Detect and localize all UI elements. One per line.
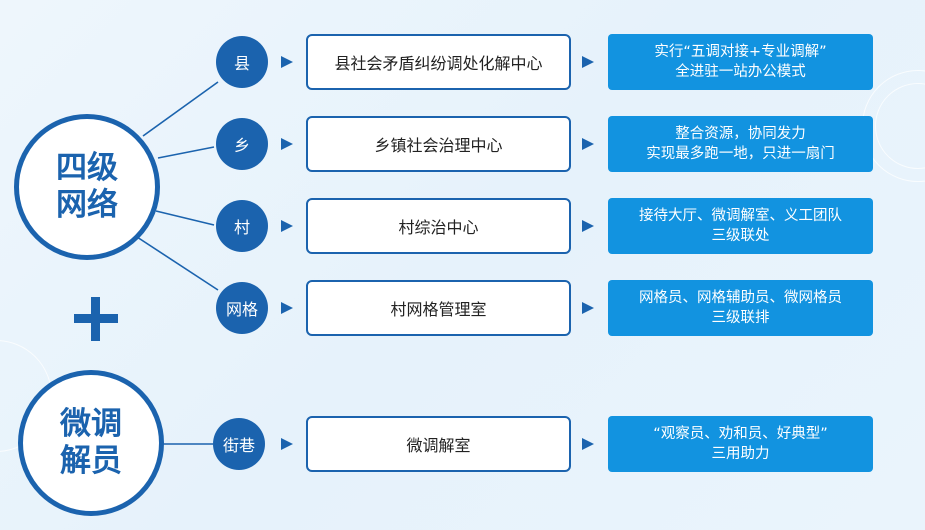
- arrow-right-icon: [281, 56, 293, 68]
- description-line: “观察员、劝和员、好典型”: [653, 426, 828, 442]
- arrow-right-icon: [582, 56, 594, 68]
- arrow-right-icon: [281, 438, 293, 450]
- description-line: 网格员、网格辅助员、微网格员: [639, 290, 842, 306]
- description-box: 网格员、网格辅助员、微网格员 三级联排: [608, 280, 873, 336]
- arrow-right-icon: [582, 220, 594, 232]
- connector-line: [136, 236, 219, 291]
- description-line: 整合资源，协同发力: [675, 126, 806, 142]
- level-node: 街巷: [213, 418, 265, 470]
- description-line: 三级联排: [711, 310, 770, 326]
- description-line: 三级联处: [711, 228, 770, 244]
- description-box: 接待大厅、微调解室、义工团队 三级联处: [608, 198, 873, 254]
- group-circle-four-level-network: 四级 网络: [14, 114, 160, 260]
- description-box: “观察员、劝和员、好典型” 三用助力: [608, 416, 873, 472]
- connector-line: [157, 146, 215, 159]
- description-box: 实行“五调对接+专业调解” 全进驻一站办公模式: [608, 34, 873, 90]
- org-box: 县社会矛盾纠纷调处化解中心: [306, 34, 571, 90]
- level-node: 村: [216, 200, 268, 252]
- org-box: 村综治中心: [306, 198, 571, 254]
- description-line: 接待大厅、微调解室、义工团队: [639, 208, 842, 224]
- org-box: 村网格管理室: [306, 280, 571, 336]
- arrow-right-icon: [281, 302, 293, 314]
- level-node: 网格: [216, 282, 268, 334]
- connector-line: [142, 81, 219, 137]
- description-box: 整合资源，协同发力 实现最多跑一地，只进一扇门: [608, 116, 873, 172]
- org-box: 微调解室: [306, 416, 571, 472]
- group-label-line: 网络: [56, 187, 118, 223]
- org-box: 乡镇社会治理中心: [306, 116, 571, 172]
- description-line: 实现最多跑一地，只进一扇门: [646, 146, 835, 162]
- description-line: 全进驻一站办公模式: [675, 64, 806, 80]
- arrow-right-icon: [582, 438, 594, 450]
- connector-line: [155, 210, 215, 226]
- description-line: 实行“五调对接+专业调解”: [654, 44, 827, 60]
- arrow-right-icon: [281, 138, 293, 150]
- description-line: 三用助力: [711, 446, 770, 462]
- group-label-line: 四级: [56, 150, 118, 186]
- group-label-line: 微调: [60, 406, 122, 442]
- arrow-right-icon: [582, 302, 594, 314]
- group-label-line: 解员: [60, 443, 122, 479]
- arrow-right-icon: [281, 220, 293, 232]
- level-node: 县: [216, 36, 268, 88]
- level-node: 乡: [216, 118, 268, 170]
- group-circle-micro-mediators: 微调 解员: [18, 370, 164, 516]
- arrow-right-icon: [582, 138, 594, 150]
- plus-icon: [74, 297, 118, 341]
